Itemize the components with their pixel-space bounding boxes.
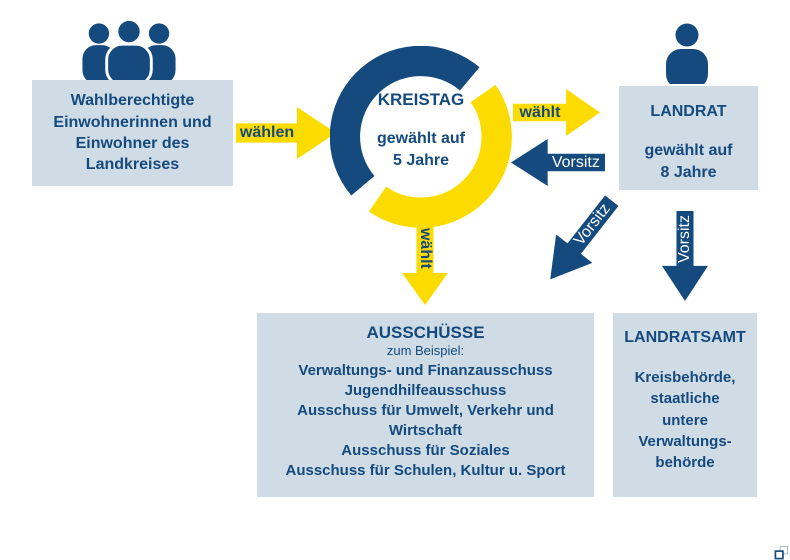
- diagonal-arrow-icon: [550, 195, 619, 280]
- committee-item: Ausschuss für Schulen, Kultur u. Sport: [285, 461, 566, 479]
- vorsitz-kreistag-arrow-label: Vorsitz: [551, 153, 600, 171]
- vorsitz-ausschuesse-arrow-label: Vorsitz: [570, 200, 614, 249]
- landrat-term: gewählt auf 8 Jahre: [644, 142, 733, 181]
- vorsitz-kreistag-arrow: Vorsitz: [511, 139, 605, 186]
- voters-box: Wahlberechtigte Einwohnerinnen und Einwo…: [32, 80, 233, 186]
- landrat-title: LANDRAT: [650, 103, 727, 120]
- down-arrow-icon: [402, 223, 448, 305]
- vorsitz-landratsamt-arrow: Vorsitz: [662, 211, 708, 301]
- vorsitz-ausschuesse-arrow: Vorsitz: [532, 186, 630, 293]
- landrat-box: LANDRAT gewählt auf 8 Jahre: [619, 86, 758, 190]
- left-arrow-icon: [511, 139, 605, 186]
- down-arrow-icon: [662, 211, 708, 301]
- committee-item: Jugendhilfeausschuss: [344, 381, 507, 399]
- committee-item: Verwaltungs- und Finanzausschuss: [298, 361, 553, 379]
- kreistag-term: gewählt auf 5 Jahre: [376, 130, 465, 169]
- waehlt-ausschuesse-arrow: wählt: [402, 223, 448, 305]
- kreistag-ring: KREISTAG gewählt auf 5 Jahre: [329, 45, 512, 228]
- waehlt-ausschuesse-arrow-label: wählt: [417, 227, 434, 269]
- people-group-icon: [70, 18, 188, 87]
- landratsamt-box: LANDRATSAMT Kreisbehörde, staatliche unt…: [613, 313, 757, 497]
- waehlt-landrat-arrow: wählt: [513, 89, 600, 136]
- vorsitz-landratsamt-arrow-label: Vorsitz: [676, 214, 693, 263]
- kreistag-text: KREISTAG gewählt auf 5 Jahre: [330, 46, 512, 228]
- window-restore-icon[interactable]: [774, 545, 789, 560]
- ring-segments-icon: [329, 45, 512, 228]
- right-arrow-icon: [236, 107, 336, 159]
- landratsamt-title: LANDRATSAMT: [624, 329, 746, 346]
- landratsamt-body: Kreisbehörde, staatliche untere Verwaltu…: [634, 369, 736, 472]
- committees-title: AUSSCHÜSSE: [366, 323, 485, 342]
- person-icon: [659, 22, 715, 89]
- kreistag-title: KREISTAG: [377, 90, 465, 109]
- right-arrow-icon: [513, 89, 600, 136]
- committees-box: AUSSCHÜSSE zum Beispiel: Verwaltungs- un…: [257, 313, 594, 497]
- waehlt-landrat-arrow-label: wählt: [519, 103, 561, 121]
- committee-item: Ausschuss für Umwelt, Verkehr und Wirtsc…: [297, 401, 554, 439]
- committee-item: Ausschuss für Soziales: [341, 441, 510, 459]
- waehlen-arrow: wählen: [236, 107, 336, 159]
- committees-subtitle: zum Beispiel:: [386, 343, 465, 359]
- waehlen-arrow-label: wählen: [239, 124, 295, 141]
